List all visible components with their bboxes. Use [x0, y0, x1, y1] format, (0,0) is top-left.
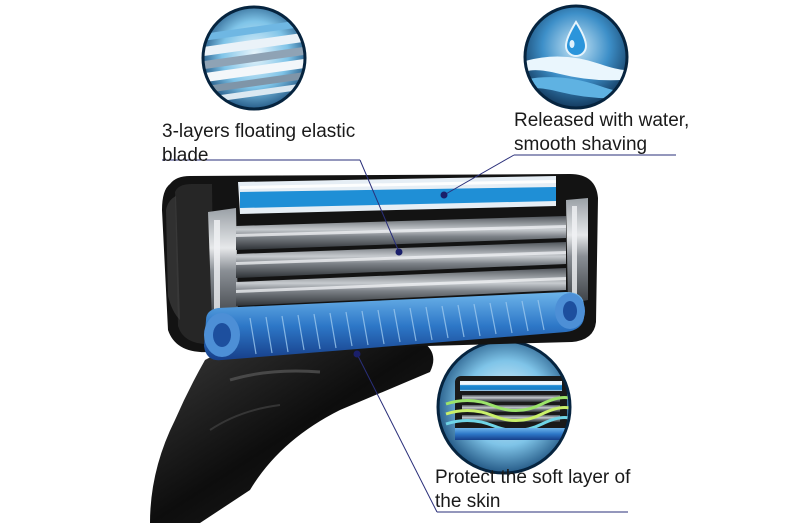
lubricant-strip	[238, 176, 556, 214]
callout-blade-line2: blade	[162, 145, 209, 166]
callout-skin-label: Protect the soft layer of the skin	[435, 466, 630, 514]
razor-handle	[150, 340, 434, 523]
callout-water-line2: smooth shaving	[514, 134, 648, 155]
blade-clip-right	[566, 198, 588, 304]
blade-1	[236, 216, 566, 250]
callout-water-label: Released with water, smooth shaving	[514, 109, 689, 157]
skin-wave-icon	[436, 339, 572, 475]
callout-water-line1: Released with water,	[514, 110, 690, 131]
blade-2	[236, 242, 566, 278]
callout-blade-line1: 3-layers floating elastic	[162, 121, 356, 142]
callout-blade-label: 3-layers floating elastic blade	[162, 120, 355, 168]
water-drop-icon	[523, 4, 629, 110]
leader-line-water	[440, 154, 676, 199]
callout-skin-line1: Protect the soft layer of	[435, 467, 631, 488]
blade-layers-icon	[201, 5, 307, 111]
blade-3	[236, 268, 566, 306]
razor-cartridge	[162, 174, 598, 361]
callout-skin-line2: the skin	[435, 491, 501, 512]
leader-line-skin	[353, 350, 628, 513]
blue-skin-guard	[204, 292, 585, 361]
leader-line-blade	[162, 159, 403, 256]
blade-clip-left	[208, 208, 238, 322]
